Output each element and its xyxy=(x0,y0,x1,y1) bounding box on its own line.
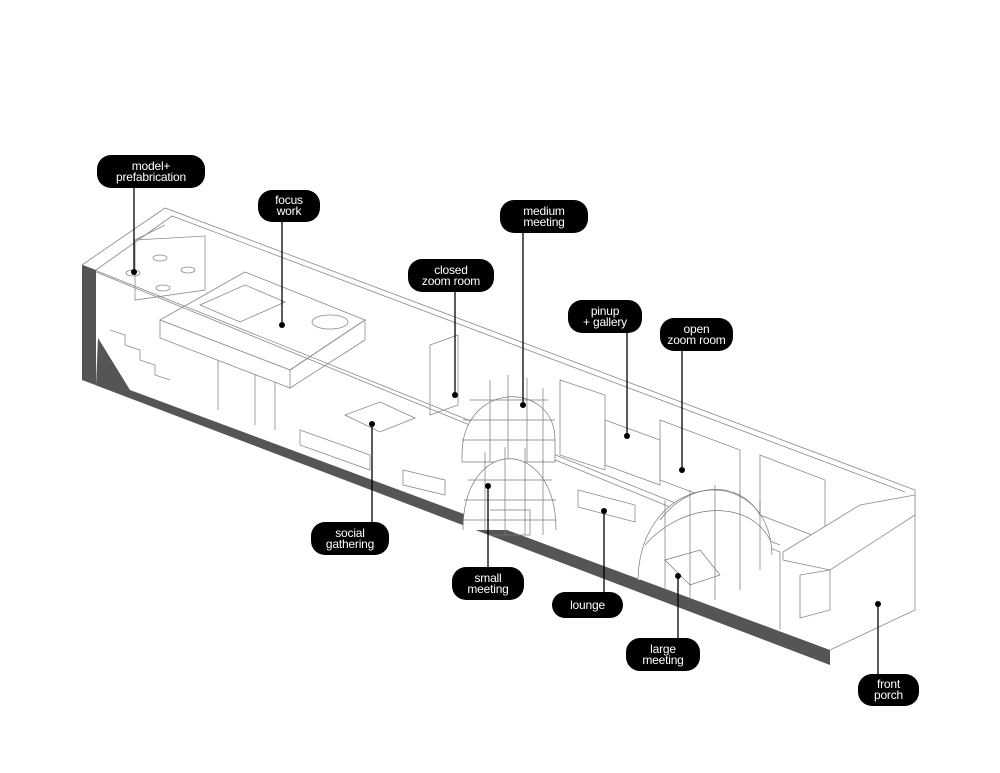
label-line: work xyxy=(276,204,302,218)
label-line: meeting xyxy=(523,214,565,229)
medium-meeting-pod xyxy=(461,375,556,463)
label-line: closed xyxy=(434,262,468,277)
label-line: front xyxy=(876,677,900,691)
meeting-pods xyxy=(461,375,773,600)
section-cut-left xyxy=(82,265,96,385)
label-line: small xyxy=(474,570,502,585)
label-line: model+ xyxy=(131,158,171,173)
label-line: + gallery xyxy=(583,314,627,329)
label-line: focus xyxy=(275,193,303,207)
label-line: medium xyxy=(523,203,565,218)
label-line: meeting xyxy=(642,652,684,667)
porch-edge xyxy=(829,609,916,651)
porch-canopy xyxy=(782,494,916,571)
label-lounge: lounge xyxy=(552,592,623,618)
label-line: prefabrication xyxy=(116,169,186,184)
large-meeting-pod xyxy=(637,485,773,600)
section-cut-floor xyxy=(82,338,830,665)
label-line: zoom room xyxy=(667,332,726,347)
label-line: lounge xyxy=(570,597,605,612)
label-line: zoom room xyxy=(421,273,481,288)
label-line: pinup xyxy=(590,303,620,318)
leader-dots xyxy=(131,269,881,607)
back-wall-top xyxy=(81,207,916,610)
small-meeting-pod xyxy=(462,447,557,536)
label-line: porch xyxy=(873,688,904,702)
label-line: open xyxy=(683,321,710,336)
leader-lines xyxy=(133,188,879,674)
label-line: meeting xyxy=(467,581,509,596)
label-pinup-gallery: pinup+ gallery xyxy=(568,300,642,333)
label-model-prefabrication: model+prefabrication xyxy=(97,155,205,188)
label-line: social xyxy=(335,525,365,540)
label-line: gathering xyxy=(325,536,375,551)
label-line: large xyxy=(650,641,676,656)
